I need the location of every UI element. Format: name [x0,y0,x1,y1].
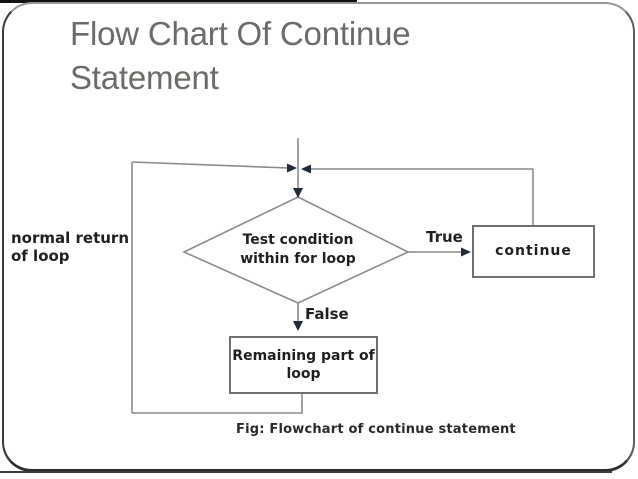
arrowhead-loop-into-junction [287,163,297,173]
continue-box: continue [472,225,595,278]
normal-return-label: normal return of loop [11,229,129,266]
decision-text: Test condition within for loop [240,232,356,267]
slide-title: Flow Chart Of Continue Statement [70,15,411,96]
true-label: True [426,228,463,246]
top-black-strip [0,0,357,3]
flow-line-loop-bottom [132,393,303,414]
slide-frame-border [2,2,635,472]
flow-line-loop-top [131,161,289,169]
arrowhead-true [461,247,471,257]
decision-diamond [182,196,410,304]
figure-caption: Fig: Flowchart of continue statement [236,422,516,437]
bottom-dark-line [0,471,612,473]
arrowhead-return-into-junction [301,164,311,174]
remaining-box: Remaining part of loop [229,336,378,394]
false-label: False [305,305,349,323]
arrowhead-into-diamond [293,188,303,198]
arrowhead-false [293,321,303,331]
